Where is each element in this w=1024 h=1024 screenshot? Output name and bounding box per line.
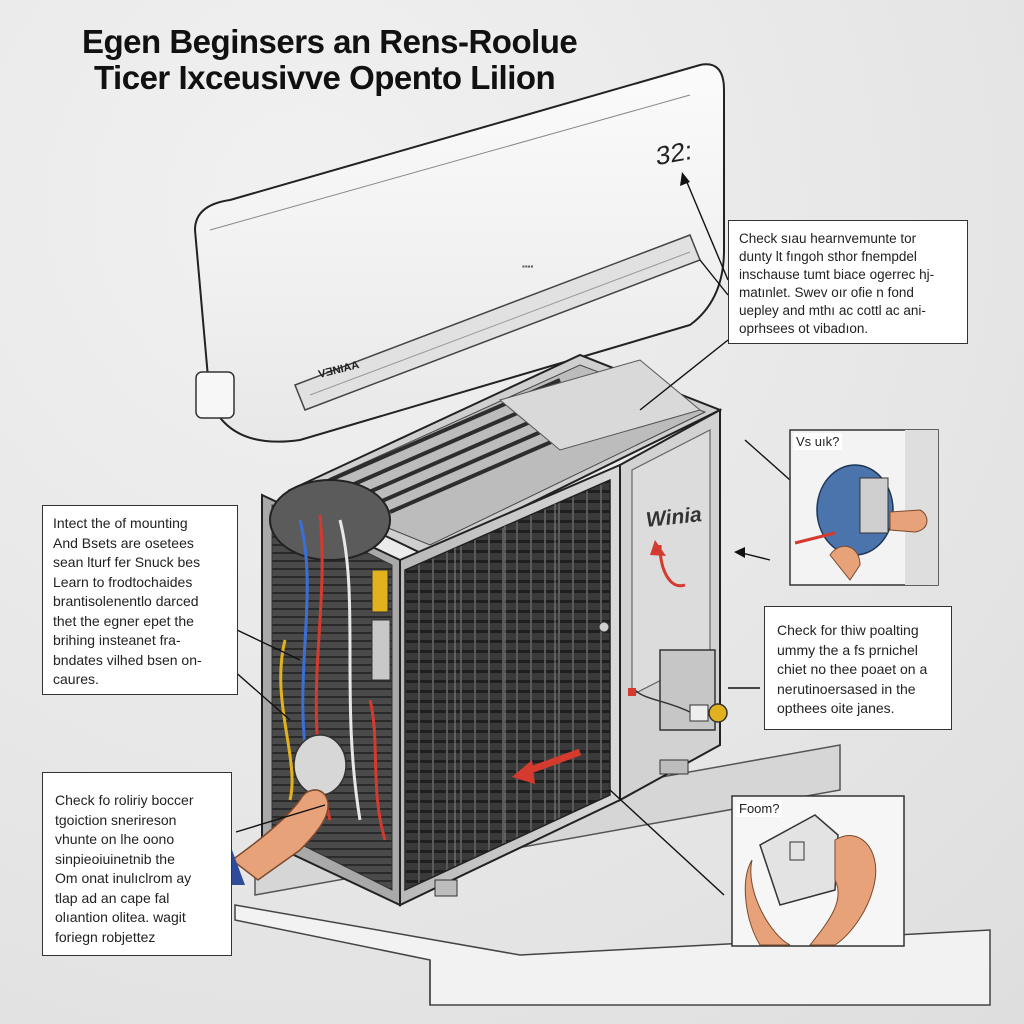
hands-panel-label: Foom?: [736, 800, 783, 817]
fan-photo-panel: [789, 429, 939, 586]
outdoor-unit: [261, 353, 728, 907]
callout-right-middle: Check for thiw poalting ummy the a fs pr…: [764, 606, 952, 730]
callout-top-right: Check sıau hearnvemunte tor dunty lt fın…: [728, 220, 968, 344]
callout-left-middle: Intect the of mounting And Bsets are ose…: [42, 505, 238, 695]
callout-bottom-left: Check fo roliriy boccer tgoiction snerir…: [42, 772, 232, 956]
indoor-center-logo: ▪▪▪▪: [522, 262, 534, 271]
title-line-1: Egen Beginsers an Rens-Roolue: [82, 23, 578, 60]
page-title: Egen Beginsers an Rens-Roolue Ticer Ixce…: [82, 24, 702, 96]
title-line-2: Ticer Ixceusivve Opento Lilion: [94, 59, 556, 96]
fan-panel-label: Vs uık?: [793, 433, 843, 450]
indoor-display-reading: 32:: [656, 134, 693, 172]
leader-lines: [215, 179, 791, 896]
hands-photo-panel: [731, 795, 905, 947]
hand-illustration: [230, 789, 329, 885]
